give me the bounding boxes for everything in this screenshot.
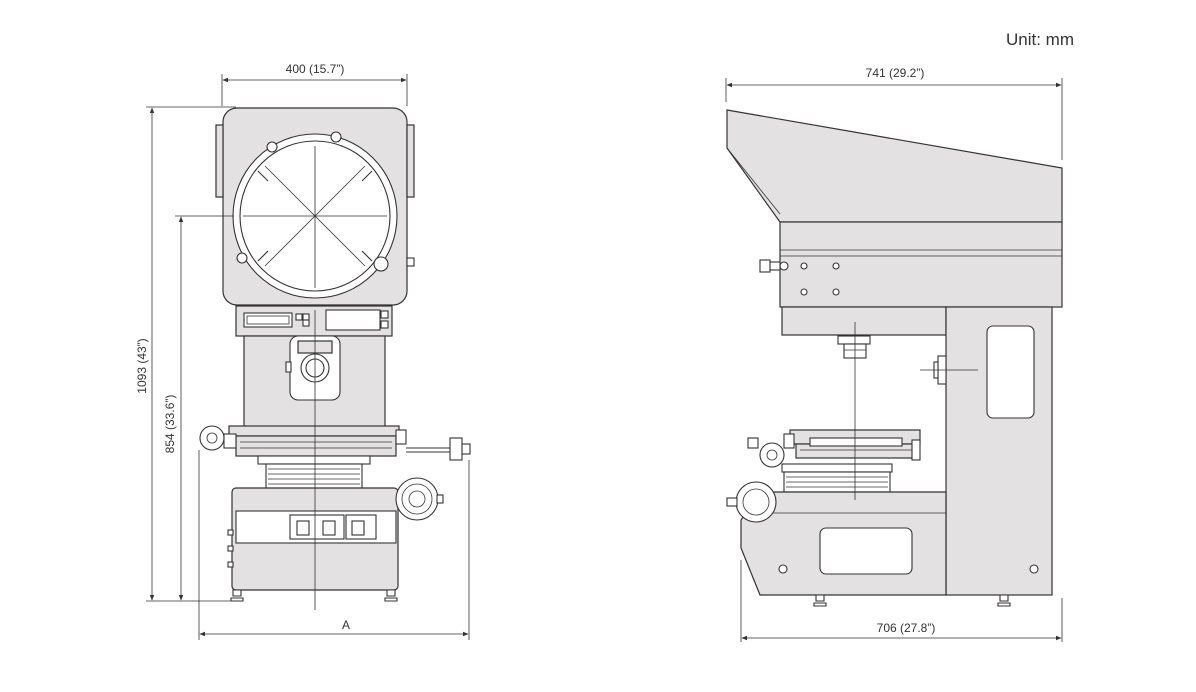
front-height-screen-dimension: 854 (33.6”) (163, 395, 177, 454)
front-stage-knob-left (199, 425, 225, 451)
front-base-dimension: A (342, 618, 350, 632)
side-view: 741 (29.2”) 706 (27.8”) (725, 66, 1063, 642)
side-top-dimension: 741 (29.2”) (866, 66, 925, 80)
side-head-body (779, 221, 1063, 308)
unit-label: Unit: mm (1006, 30, 1074, 49)
side-stage-knob (759, 442, 785, 468)
side-hood (726, 109, 1063, 223)
front-height-total-dimension: 1093 (43”) (135, 338, 149, 393)
front-width-dimension: 400 (15.7”) (286, 62, 345, 76)
front-view: 400 (15.7”) 1093 (43”) 854 (33.6”) A (135, 62, 471, 640)
side-focus-wheel (735, 481, 777, 523)
front-stage-micrometer (449, 437, 463, 461)
front-stage-top (228, 425, 400, 437)
side-bottom-dimension: 706 (27.8”) (877, 621, 936, 635)
front-bellows (265, 463, 363, 491)
